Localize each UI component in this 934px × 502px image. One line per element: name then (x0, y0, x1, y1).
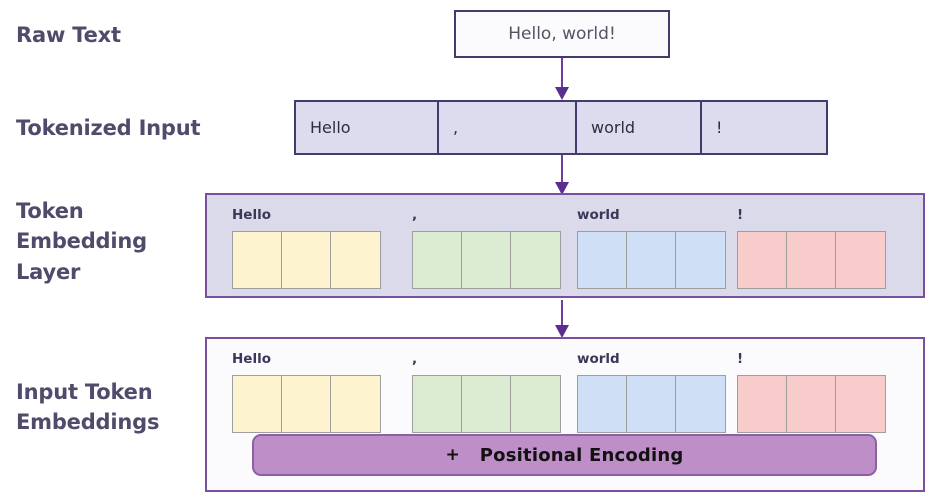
stage-label-line: Embedding (16, 229, 147, 254)
input-embedding-group-world: world (577, 351, 726, 433)
embedding-group-label: Hello (232, 351, 271, 367)
embedding-group-label: ! (737, 351, 744, 367)
embedding-cell (462, 376, 511, 432)
flow-arrow-icon (555, 155, 569, 195)
embedding-cell (282, 376, 331, 432)
embedding-vector (577, 231, 726, 289)
embedding-group-label: world (577, 207, 620, 223)
embedding-cell (738, 232, 787, 288)
input-embedding-group-hello: Hello (232, 351, 381, 433)
embedding-cell (511, 232, 560, 288)
embedding-cell (787, 232, 836, 288)
stage-label-input-token-embeddings: Input Token Embeddings (16, 377, 159, 438)
embedding-group-row: Hello , world ! (207, 195, 923, 300)
token-cell: , (439, 102, 577, 153)
embedding-group-world: world (577, 207, 726, 289)
embedding-cell (233, 376, 282, 432)
embedding-cell (413, 232, 462, 288)
stage-label-token-embedding-layer: Token Embedding Layer (16, 196, 147, 287)
embedding-cell (578, 232, 627, 288)
embedding-vector (737, 231, 886, 289)
stage-label-line: Input Token (16, 380, 153, 404)
embedding-vector (577, 375, 726, 433)
embedding-vector (232, 375, 381, 433)
embedding-group-label: , (412, 207, 418, 223)
token-cell: ! (702, 102, 826, 153)
stage-label-line: Token (16, 199, 84, 223)
embedding-group-exclamation: ! (737, 207, 886, 289)
embedding-cell (511, 376, 560, 432)
embedding-cell (787, 376, 836, 432)
embedding-group-hello: Hello (232, 207, 381, 289)
stage-label-line: Embeddings (16, 410, 160, 435)
embedding-cell (233, 232, 282, 288)
token-cell: Hello (296, 102, 439, 153)
embedding-group-row: Hello , world ! (207, 339, 923, 444)
embedding-cell (627, 232, 676, 288)
embedding-cell (413, 376, 462, 432)
embedding-cell (738, 376, 787, 432)
embedding-group-label: ! (737, 207, 744, 223)
embedding-group-label: Hello (232, 207, 271, 223)
embedding-group-comma: , (412, 207, 561, 289)
positional-encoding-bar: + Positional Encoding (252, 434, 877, 476)
token-embedding-layer-panel: Hello , world ! (205, 193, 925, 298)
embedding-cell (676, 232, 725, 288)
plus-sign-icon: + (445, 445, 460, 465)
input-embedding-group-comma: , (412, 351, 561, 433)
tokenized-input-row: Hello , world ! (294, 100, 828, 155)
embedding-cell (627, 376, 676, 432)
stage-label-tokenized-input: Tokenized Input (16, 116, 201, 140)
embedding-vector (232, 231, 381, 289)
input-embedding-group-exclamation: ! (737, 351, 886, 433)
embedding-vector (412, 231, 561, 289)
embedding-vector (412, 375, 561, 433)
raw-text-value: Hello, world! (508, 24, 616, 44)
embedding-cell (331, 376, 380, 432)
token-cell: world (577, 102, 702, 153)
stage-label-line: Layer (16, 259, 81, 284)
embedding-group-label: world (577, 351, 620, 367)
embedding-cell (578, 376, 627, 432)
stage-label-raw-text: Raw Text (16, 23, 121, 47)
embedding-cell (836, 232, 885, 288)
embedding-cell (836, 376, 885, 432)
input-token-embeddings-panel: Hello , world ! (205, 337, 925, 492)
embedding-vector (737, 375, 886, 433)
embedding-cell (331, 232, 380, 288)
raw-text-box: Hello, world! (454, 10, 670, 58)
embedding-cell (462, 232, 511, 288)
embedding-cell (676, 376, 725, 432)
positional-encoding-label: Positional Encoding (479, 444, 684, 466)
flow-arrow-icon (555, 300, 569, 338)
embedding-cell (282, 232, 331, 288)
embedding-group-label: , (412, 351, 418, 367)
flow-arrow-icon (555, 58, 569, 100)
